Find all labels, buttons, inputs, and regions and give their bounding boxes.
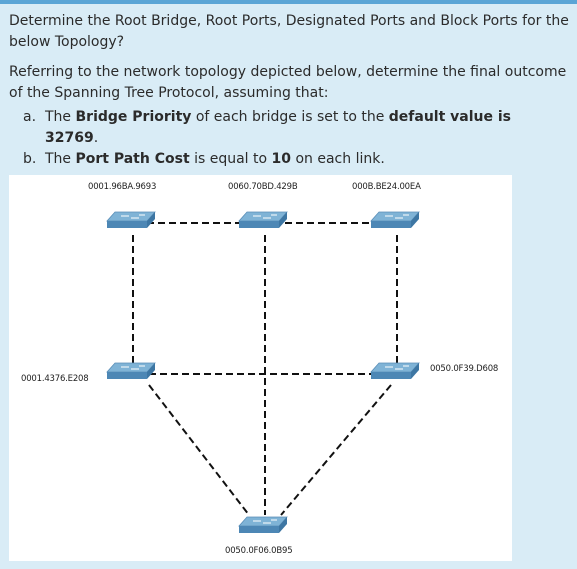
switch-front-face	[107, 372, 147, 379]
switch-top-face	[370, 362, 420, 373]
assumption-item-b: b. The Port Path Cost is equal to 10 on …	[9, 149, 569, 170]
question-body: Determine the Root Bridge, Root Ports, D…	[9, 11, 569, 170]
switch-side-face	[147, 363, 155, 379]
item-text: is equal to	[189, 151, 272, 167]
switch-front-face	[239, 221, 279, 228]
item-emphasis: Bridge Priority	[75, 109, 192, 125]
mac-label-middle-left: 0001.4376.E208	[21, 374, 89, 384]
item-emphasis: default value is 32769	[45, 109, 512, 146]
list-marker: a.	[23, 109, 37, 125]
switch-arrows	[385, 214, 409, 219]
switch-icon-middle-left	[106, 362, 156, 379]
switch-front-face	[239, 526, 279, 533]
item-emphasis: Port Path Cost	[75, 151, 190, 167]
mac-label-top-middle: 0060.70BD.429B	[228, 182, 298, 192]
switches	[106, 211, 420, 533]
switch-top-face	[238, 211, 288, 222]
switch-arrows	[121, 214, 145, 219]
switch-side-face	[411, 363, 419, 379]
switch-top-face	[106, 211, 156, 222]
assumption-list: a. The Bridge Priority of each bridge is…	[9, 107, 569, 170]
item-text: The	[45, 109, 76, 125]
switch-top-face	[370, 211, 420, 222]
switch-top-face	[238, 516, 288, 527]
mac-label-bottom: 0050.0F06.0B95	[225, 546, 293, 556]
switch-side-face	[279, 517, 287, 533]
network-topology-diagram: 0001.96BA.9693 0060.70BD.429B 000B.BE24.…	[9, 175, 512, 561]
switch-arrows	[253, 519, 277, 524]
item-emphasis: 10	[271, 151, 292, 167]
item-text: The	[45, 151, 76, 167]
switch-side-face	[279, 212, 287, 228]
switch-top-face	[106, 362, 156, 373]
topology-svg	[106, 211, 420, 533]
item-text: .	[93, 130, 99, 146]
item-text: on each link.	[291, 151, 385, 167]
switch-arrows	[253, 214, 277, 219]
mac-label-top-right: 000B.BE24.00EA	[352, 182, 421, 192]
switch-icon-top-middle	[238, 211, 288, 228]
switch-arrows	[121, 365, 145, 370]
question-title: Determine the Root Bridge, Root Ports, D…	[9, 13, 569, 50]
question-intro: Referring to the network topology depict…	[9, 64, 567, 101]
switch-side-face	[411, 212, 419, 228]
switch-icon-bottom	[238, 516, 288, 533]
link-mr-bottom	[280, 384, 392, 516]
link-ml-bottom	[148, 384, 250, 516]
switch-icon-middle-right	[370, 362, 420, 379]
top-accent-bar	[0, 0, 577, 4]
item-text: of each bridge is set to the	[191, 109, 389, 125]
mac-label-top-left: 0001.96BA.9693	[88, 182, 157, 192]
mac-label-middle-right: 0050.0F39.D608	[430, 364, 499, 374]
switch-icon-top-left	[106, 211, 156, 228]
list-marker: b.	[23, 151, 37, 167]
switch-side-face	[147, 212, 155, 228]
switch-arrows	[385, 365, 409, 370]
switch-icon-top-right	[370, 211, 420, 228]
switch-front-face	[107, 221, 147, 228]
switch-front-face	[371, 372, 411, 379]
assumption-item-a: a. The Bridge Priority of each bridge is…	[9, 107, 569, 149]
switch-front-face	[371, 221, 411, 228]
links	[132, 222, 398, 516]
